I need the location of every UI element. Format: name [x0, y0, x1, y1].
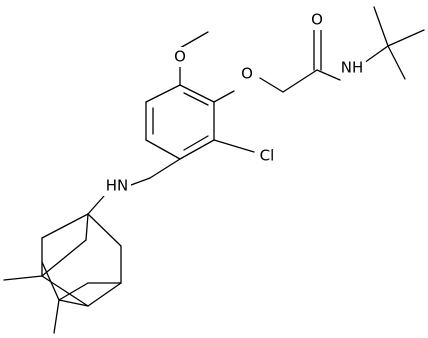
bond-cage-8: [85, 213, 89, 241]
amide-nitrogen-bg: [339, 58, 366, 78]
bond-cage-9: [41, 239, 87, 277]
bond-ring-1: [179, 84, 215, 103]
bond-cage-methyl-1: [3, 275, 43, 281]
amine-nitrogen-label: HN: [106, 177, 129, 195]
methoxy-oxygen-label: O: [174, 48, 186, 66]
bond-nh-tbutyl: [363, 45, 389, 64]
bond-nh-adamantyl: [87, 195, 105, 215]
bond-cage-1: [87, 213, 122, 247]
bonds: [3, 6, 425, 334]
methoxy-oxygen-bg: [171, 47, 189, 67]
carbonyl-oxygen-bg: [308, 10, 326, 30]
bond-ring-4: [145, 139, 181, 160]
bond-tbutyl-methyl-2: [387, 29, 425, 47]
bond-tbutyl-methyl-3: [387, 45, 406, 80]
bond-cage-12: [58, 282, 89, 301]
bond-cage-methyl-2: [53, 299, 60, 334]
bond-ring-ether-o: [213, 90, 235, 103]
bond-ch2-carbonyl: [282, 69, 318, 93]
bond-cage-3: [87, 282, 122, 307]
bond-carbonyl-nh: [316, 69, 341, 81]
amine-nitrogen-bg: [103, 176, 131, 196]
bond-ring-benzylic: [149, 158, 181, 179]
bond-ring-6: [145, 84, 181, 103]
chlorine-bg: [256, 146, 278, 166]
atom-labels: O NH O O Cl HN: [103, 10, 366, 196]
bond-cage-7: [41, 213, 89, 239]
bond-tbutyl-methyl-1: [373, 6, 389, 47]
bond-ring-inner-2: [183, 135, 209, 151]
bond-ring-3: [179, 139, 215, 160]
chlorine-label: Cl: [260, 147, 275, 165]
bond-cage-4: [58, 299, 89, 307]
bond-ring-cl: [213, 139, 255, 153]
bond-ether-o-ch2: [259, 77, 284, 93]
amide-nitrogen-label: NH: [341, 59, 364, 77]
bond-cage-10: [41, 275, 89, 307]
bond-benzylic-nh: [130, 177, 151, 186]
ether-oxygen-label: O: [241, 65, 253, 83]
bond-methyl-methoxy: [179, 31, 209, 49]
carbonyl-oxygen-label: O: [311, 11, 323, 29]
bond-ring-inner-1: [183, 92, 209, 106]
ether-oxygen-bg: [238, 64, 256, 84]
